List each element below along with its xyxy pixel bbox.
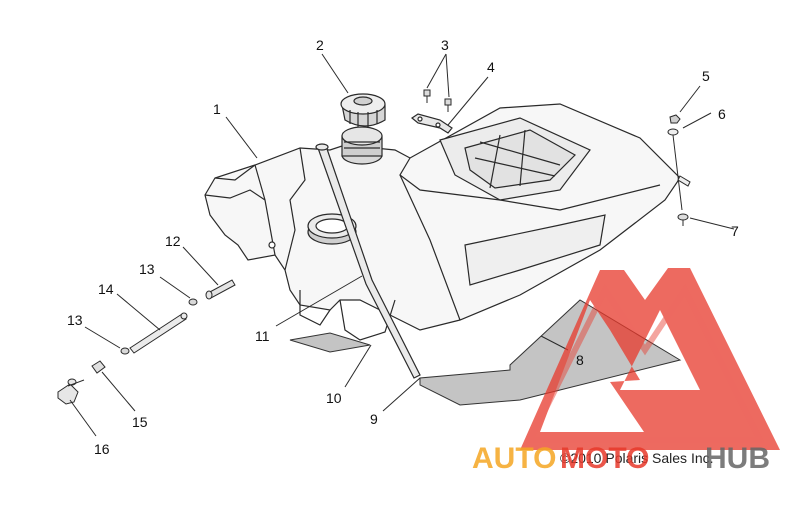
callout-10: 10 [326,390,342,406]
callout-7: 7 [731,223,739,239]
callout-14: 14 [98,281,114,297]
clamp-13-lower [120,347,130,355]
copyright-text: ©2010 Polaris Sales Inc. [560,450,714,466]
fasteners-right [667,114,691,226]
sender-ring [307,213,357,245]
callout-4: 4 [487,59,495,75]
watermark-logo [520,268,780,450]
callout-15: 15 [132,414,148,430]
callout-labels: 1 2 3 4 5 6 7 8 9 10 11 12 13 13 14 15 1… [67,37,739,457]
fitting-12 [205,279,236,300]
screws [423,89,452,112]
watermark-auto: AUTO [472,442,556,475]
fuel-cap [340,93,386,127]
callout-13-lower: 13 [67,312,83,328]
leader-lines [69,53,735,437]
callout-3: 3 [441,37,449,53]
callout-9: 9 [370,411,378,427]
watermark-wordmark: AUTO MOTO HUB [472,442,770,475]
callout-5: 5 [702,68,710,84]
hose-14 [129,312,188,354]
callout-2: 2 [316,37,324,53]
callout-6: 6 [718,106,726,122]
bracket [410,113,453,134]
callout-11: 11 [255,328,270,344]
watermark-moto: MOTO [560,442,649,475]
grommet-15 [91,360,106,374]
callout-1: 1 [213,101,221,117]
callout-8: 8 [576,352,584,368]
vent-hose [315,143,421,379]
callout-12: 12 [165,233,181,249]
clamp-13-upper [188,298,198,306]
fitting-16 [57,378,85,405]
watermark-hub: HUB [705,442,770,475]
filler-neck [341,126,383,165]
callout-13-upper: 13 [139,261,155,277]
callout-16: 16 [94,441,110,457]
pad-10 [289,332,371,353]
